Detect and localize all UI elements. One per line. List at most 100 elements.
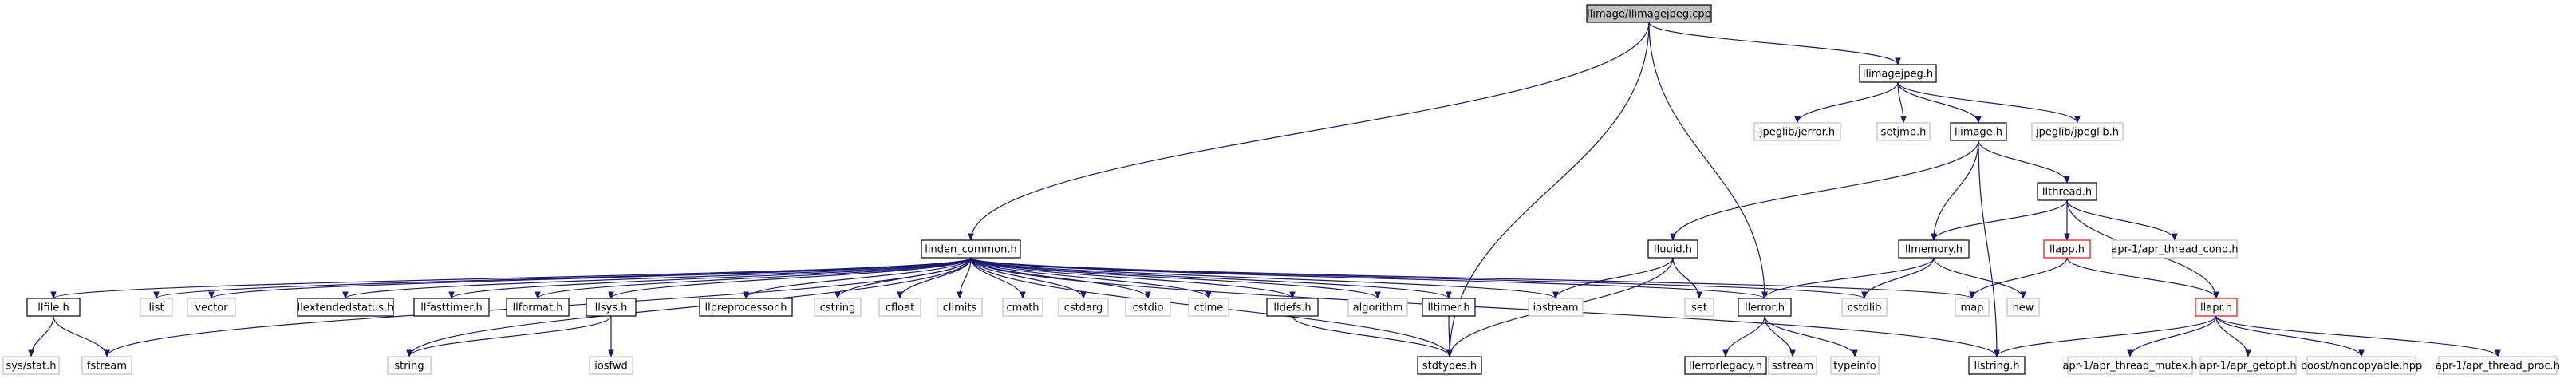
node-apr_getopt[interactable]: apr-1/apr_getopt.h bbox=[2199, 356, 2297, 375]
node-stdtypes[interactable]: stdtypes.h bbox=[1417, 356, 1482, 375]
node-label-map: map bbox=[1961, 302, 1984, 314]
edge-linden_common-to-iostream bbox=[970, 257, 1559, 299]
node-llpreproc[interactable]: llpreprocessor.h bbox=[699, 298, 793, 317]
node-layer: llimage/llimagejpeg.cpp llimagejpeg.h jpeg… bbox=[2, 4, 2560, 375]
edge-layer bbox=[28, 22, 2501, 357]
node-cfloat[interactable]: cfloat bbox=[878, 298, 921, 317]
node-label-llmemory: llmemory.h bbox=[1905, 244, 1963, 256]
node-cstdio[interactable]: cstdio bbox=[1125, 298, 1171, 317]
node-set[interactable]: set bbox=[1684, 298, 1714, 317]
edge-linden_common-to-llstring bbox=[970, 257, 2000, 357]
node-jpeglib[interactable]: jpeglib/jpeglib.h bbox=[2031, 122, 2124, 141]
node-noncopyable[interactable]: boost/noncopyable.hpp bbox=[2301, 356, 2423, 375]
node-apr_cond[interactable]: apr-1/apr_thread_cond.h bbox=[2111, 239, 2239, 259]
node-box-climits bbox=[937, 298, 983, 317]
node-box-fstream bbox=[81, 356, 132, 375]
node-box-cstdio bbox=[1125, 298, 1171, 317]
node-cstring[interactable]: cstring bbox=[814, 298, 862, 317]
edge-linden_common-to-cstdarg bbox=[970, 257, 1087, 299]
node-llapr[interactable]: llapr.h bbox=[2195, 298, 2238, 317]
node-label-vector: vector bbox=[195, 302, 228, 314]
node-cstdarg[interactable]: cstdarg bbox=[1058, 298, 1109, 317]
node-lldefs[interactable]: lldefs.h bbox=[1266, 298, 1319, 317]
node-box-llsys bbox=[586, 298, 637, 317]
node-label-cstring: cstring bbox=[820, 302, 855, 314]
node-label-noncopyable: boost/noncopyable.hpp bbox=[2301, 361, 2423, 373]
node-label-list: list bbox=[148, 302, 164, 314]
node-label-apr_getopt: apr-1/apr_getopt.h bbox=[2199, 361, 2296, 373]
node-apr_proc[interactable]: apr-1/apr_thread_proc.h bbox=[2436, 356, 2560, 375]
node-llerrorlegacy[interactable]: llerrorlegacy.h bbox=[1684, 356, 1767, 375]
node-box-llerrorlegacy bbox=[1684, 356, 1767, 375]
node-box-vector bbox=[187, 298, 236, 317]
node-label-setjmp: setjmp.h bbox=[1881, 127, 1927, 139]
node-llimagejpeg[interactable]: llimagejpeg.h bbox=[1859, 64, 1937, 83]
node-box-apr_cond bbox=[2112, 239, 2238, 259]
node-label-typeinfo: typeinfo bbox=[1833, 361, 1876, 373]
edge-llmemory-to-new bbox=[1933, 257, 2026, 299]
node-cmath[interactable]: cmath bbox=[1002, 298, 1043, 317]
node-llmemory[interactable]: llmemory.h bbox=[1898, 239, 1970, 259]
node-box-stdtypes bbox=[1417, 356, 1482, 375]
node-sysstat[interactable]: sys/stat.h bbox=[2, 356, 60, 375]
node-algorithm[interactable]: algorithm bbox=[1347, 298, 1408, 317]
node-box-noncopyable bbox=[2306, 356, 2416, 375]
node-llapp[interactable]: llapp.h bbox=[2043, 239, 2091, 259]
node-label-jpeglib: jpeglib/jpeglib.h bbox=[2035, 127, 2119, 139]
node-string[interactable]: string bbox=[387, 356, 432, 375]
node-box-sstream bbox=[1768, 356, 1817, 375]
node-box-apr_mutex bbox=[2067, 356, 2193, 375]
node-label-cfloat: cfloat bbox=[886, 302, 914, 314]
node-label-llimage: llimage.h bbox=[1955, 127, 2002, 139]
node-llsys[interactable]: llsys.h bbox=[586, 298, 637, 317]
node-typeinfo[interactable]: typeinfo bbox=[1830, 356, 1880, 375]
node-llformat[interactable]: llformat.h bbox=[506, 298, 570, 317]
edge-linden_common-to-ctime bbox=[970, 257, 1212, 299]
node-label-cstdio: cstdio bbox=[1133, 302, 1164, 314]
node-lluuid[interactable]: lluuid.h bbox=[1647, 239, 1698, 259]
node-label-llerrorlegacy: llerrorlegacy.h bbox=[1689, 361, 1762, 373]
edge-llapr-to-llstring bbox=[1994, 315, 2217, 357]
node-label-cstdarg: cstdarg bbox=[1064, 302, 1103, 314]
edge-llthread-to-apr_cond bbox=[2066, 199, 2178, 241]
edge-root-to-llerror bbox=[1648, 22, 1768, 299]
node-list[interactable]: list bbox=[140, 298, 173, 317]
node-llimage[interactable]: llimage.h bbox=[1950, 122, 2007, 141]
edge-llerror-to-sstream bbox=[1764, 315, 1796, 357]
node-linden_common[interactable]: linden_common.h bbox=[921, 239, 1021, 259]
node-vector[interactable]: vector bbox=[187, 298, 236, 317]
node-iostream[interactable]: iostream bbox=[1528, 298, 1584, 317]
node-label-set: set bbox=[1691, 302, 1707, 314]
node-fstream[interactable]: fstream bbox=[81, 356, 132, 375]
edge-linden_common-to-lldefs bbox=[970, 257, 1296, 299]
edge-llimagejpeg-to-llimage bbox=[1897, 81, 1982, 124]
edge-linden_common-to-string bbox=[406, 257, 972, 357]
node-sstream[interactable]: sstream bbox=[1768, 356, 1817, 375]
node-llthread[interactable]: llthread.h bbox=[2037, 182, 2097, 201]
node-box-cfloat bbox=[878, 298, 921, 317]
node-cstdlib[interactable]: cstdlib bbox=[1841, 298, 1888, 317]
node-setjmp[interactable]: setjmp.h bbox=[1876, 122, 1931, 141]
node-iosfwd[interactable]: iosfwd bbox=[589, 356, 633, 375]
node-jerror[interactable]: jpeglib/jerror.h bbox=[1753, 122, 1841, 141]
node-apr_mutex[interactable]: apr-1/apr_thread_mutex.h bbox=[2062, 356, 2198, 375]
node-llstring[interactable]: llstring.h bbox=[1968, 356, 2026, 375]
node-map[interactable]: map bbox=[1955, 298, 1990, 317]
node-llextended[interactable]: llextendedstatus.h bbox=[297, 298, 394, 317]
node-box-llfasttimer bbox=[413, 298, 490, 317]
node-climits[interactable]: climits bbox=[937, 298, 983, 317]
node-llfile[interactable]: llfile.h bbox=[26, 298, 81, 317]
node-ctime[interactable]: ctime bbox=[1188, 298, 1229, 317]
edge-llerror-to-llerrorlegacy bbox=[1722, 315, 1765, 357]
node-llfasttimer[interactable]: llfasttimer.h bbox=[413, 298, 490, 317]
edge-linden_common-to-algorithm bbox=[970, 257, 1381, 299]
edge-linden_common-to-map bbox=[970, 257, 1975, 299]
node-box-lluuid bbox=[1647, 239, 1698, 259]
node-label-lldefs: lldefs.h bbox=[1273, 302, 1311, 314]
node-root[interactable]: llimage/llimagejpeg.cpp bbox=[1586, 4, 1712, 23]
node-llerror[interactable]: llerror.h bbox=[1738, 298, 1792, 317]
node-box-linden_common bbox=[921, 239, 1021, 259]
node-lltimer[interactable]: lltimer.h bbox=[1422, 298, 1476, 317]
node-new[interactable]: new bbox=[2006, 298, 2040, 317]
